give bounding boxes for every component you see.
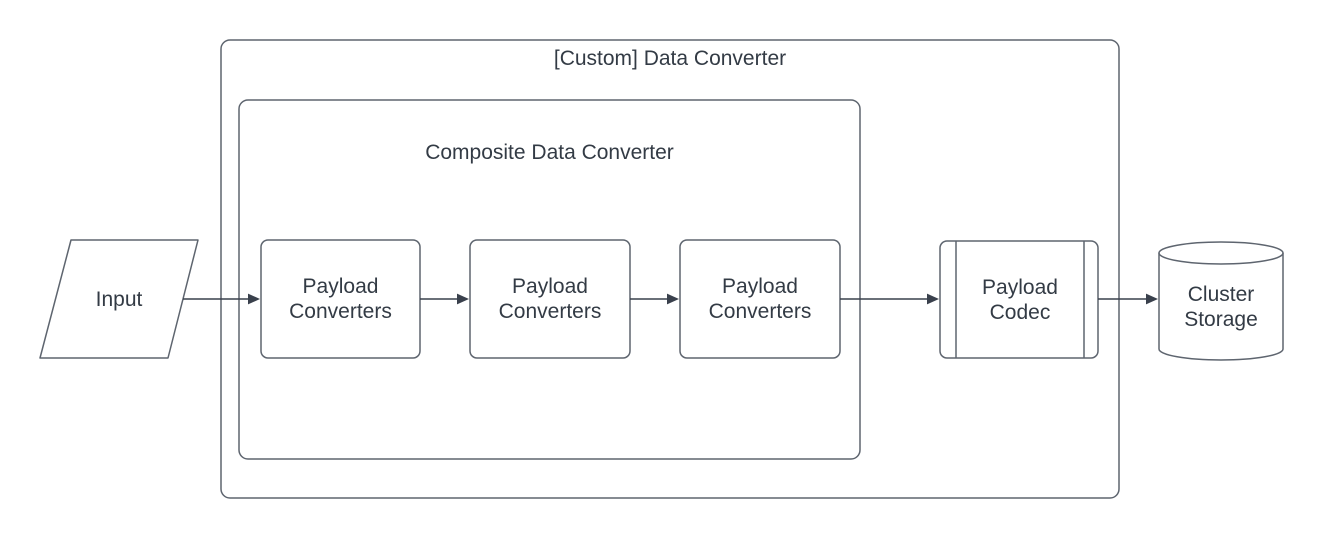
payload-converters-1-shape — [260, 239, 421, 359]
arrow-codec-to-storage — [1098, 293, 1158, 305]
arrow-converter1-to-converter2 — [420, 293, 469, 305]
arrowhead-icon — [248, 293, 260, 305]
cluster-storage-cylinder-shape — [1158, 241, 1284, 361]
arrowhead-icon — [927, 293, 939, 305]
arrow-converter3-to-codec — [840, 293, 939, 305]
arrow-input-to-converter1 — [183, 293, 260, 305]
arrowhead-icon — [667, 293, 679, 305]
arrowhead-icon — [457, 293, 469, 305]
payload-converters-2-shape — [469, 239, 631, 359]
payload-converters-3-shape — [679, 239, 841, 359]
input-parallelogram-shape — [39, 239, 199, 359]
payload-codec-shape — [939, 240, 1099, 359]
arrowhead-icon — [1146, 293, 1158, 305]
arrow-converter2-to-converter3 — [630, 293, 679, 305]
